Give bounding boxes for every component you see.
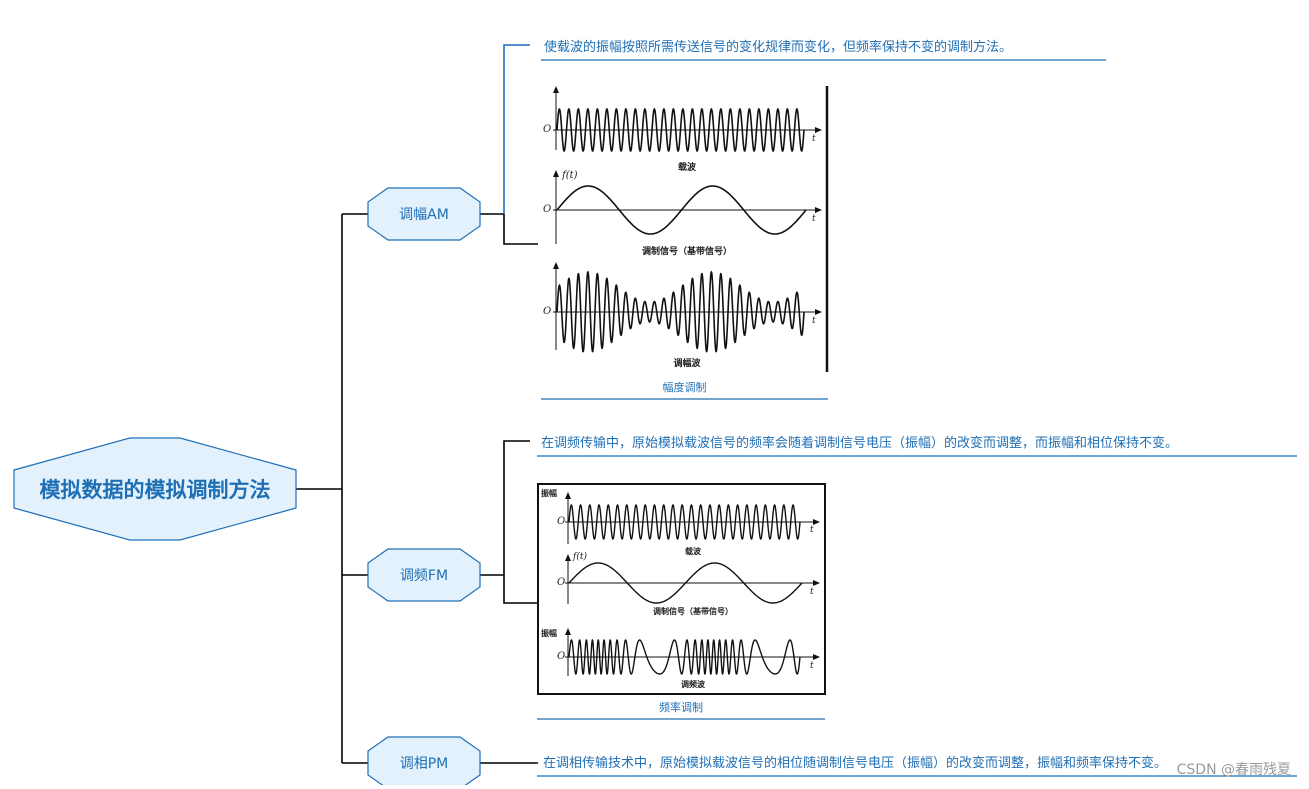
fm-figure-frame — [537, 483, 826, 695]
connector-fm-fig — [503, 575, 538, 604]
fm-signal-title: 调制信号（基带信号） — [653, 606, 733, 616]
fm-carrier-origin: O — [557, 516, 566, 527]
am-carrier-axis-t: t — [812, 134, 816, 144]
am-signal-origin: O — [543, 204, 552, 215]
fm-carrier-axis-t: t — [810, 525, 814, 535]
am-figure — [553, 86, 829, 372]
branch-node-pm[interactable]: 调相PM — [399, 756, 449, 772]
branch-node-pm-shape[interactable] — [367, 736, 481, 785]
am-description[interactable]: 使载波的振幅按照所需传送信号的变化规律而变化，但频率保持不变的调制方法。 — [544, 40, 1013, 55]
fm-carrier-title: 载波 — [685, 546, 701, 556]
am-signal-ylabel: f(t) — [562, 170, 578, 181]
am-carrier-wave — [556, 107, 805, 153]
fm-output-side-label: 振幅 — [541, 628, 557, 638]
fm-description[interactable]: 在调频传输中，原始模拟载波信号的频率会随着调制信号电压（振幅）的改变而调整，而振… — [541, 436, 1179, 451]
fm-figure — [537, 483, 826, 695]
connector-fm-desc — [503, 440, 530, 575]
branch-node-am-shape[interactable] — [367, 187, 481, 241]
am-output-origin: O — [543, 306, 552, 317]
fm-output-origin: O — [557, 651, 566, 662]
root-node-shape[interactable] — [13, 437, 297, 541]
connector-am-desc — [503, 44, 530, 214]
fm-signal-origin: O — [557, 577, 566, 588]
am-output-title: 调幅波 — [673, 359, 701, 369]
fm-output-axis-t: t — [810, 661, 814, 671]
am-output-axis-t: t — [812, 316, 816, 326]
fm-figure-caption[interactable]: 频率调制 — [659, 701, 703, 714]
fm-carrier-wave — [568, 504, 801, 540]
branch-node-fm-shape[interactable] — [367, 548, 481, 602]
am-signal-axis-t: t — [812, 214, 816, 224]
fm-axes — [565, 494, 818, 676]
fm-signal-ylabel: f(t) — [573, 552, 587, 562]
am-figure-caption[interactable]: 幅度调制 — [662, 381, 707, 394]
pm-description[interactable]: 在调相传输技术中，原始模拟载波信号的相位随调制信号电压（振幅）的改变而调整，振幅… — [543, 756, 1168, 771]
fm-output-title: 调频波 — [681, 679, 705, 689]
fm-signal-axis-t: t — [810, 587, 814, 597]
watermark: CSDN @春雨残夏 — [1176, 762, 1291, 778]
connectors — [296, 44, 538, 764]
am-axis-arrows — [553, 86, 822, 315]
fm-carrier-side-label: 振幅 — [541, 488, 557, 498]
am-modulated-wave — [556, 270, 805, 353]
am-carrier-title: 载波 — [677, 163, 696, 173]
am-carrier-origin: O — [543, 124, 552, 135]
branch-node-am[interactable]: 调幅AM — [399, 207, 449, 223]
fm-modulating-signal — [568, 562, 803, 604]
fm-axis-arrows — [565, 492, 820, 660]
branch-node-fm[interactable]: 调频FM — [399, 568, 449, 584]
am-signal-title: 调制信号（基带信号） — [641, 247, 732, 257]
connector-am-fig — [503, 214, 538, 245]
root-node[interactable]: 模拟数据的模拟调制方法 — [39, 478, 271, 502]
fm-modulated-wave — [568, 638, 801, 676]
am-modulating-signal — [556, 185, 807, 235]
